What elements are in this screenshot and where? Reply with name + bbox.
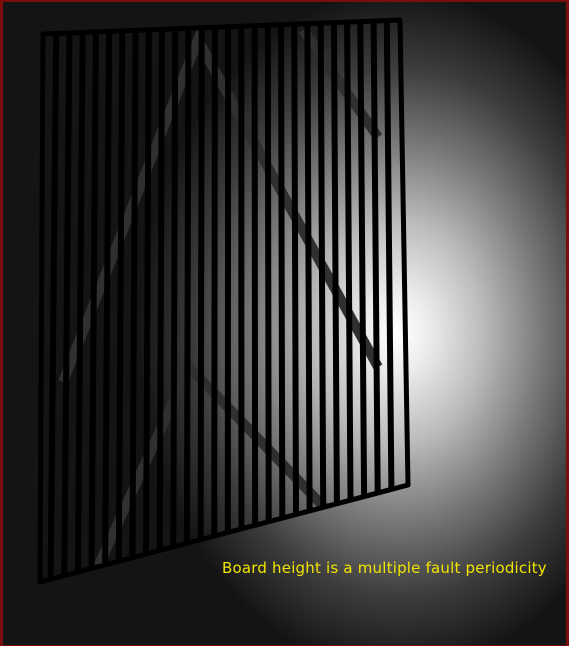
vertical-bar	[307, 24, 309, 511]
vertical-bar	[334, 23, 337, 503]
vertical-bar	[51, 34, 57, 579]
vertical-bar	[160, 29, 162, 549]
vertical-bar	[132, 30, 135, 557]
vertical-bar	[321, 23, 324, 507]
vertical-bar	[268, 25, 269, 521]
vertical-bar	[347, 22, 350, 499]
vertical-bar	[146, 30, 149, 553]
vertical-bar	[187, 28, 189, 542]
vertical-bar	[78, 32, 83, 571]
vertical-bar	[255, 26, 256, 525]
vertical-bar	[173, 29, 175, 546]
vertical-bar	[387, 21, 392, 489]
diagram-caption: Board height is a multiple fault periodi…	[222, 556, 552, 580]
vertical-bar	[201, 28, 202, 539]
fault-pattern-diagram	[3, 2, 569, 648]
vertical-bar	[92, 32, 96, 568]
vertical-bar	[119, 31, 123, 561]
vertical-bar	[374, 21, 378, 492]
vertical-bar	[105, 31, 109, 564]
vertical-bar	[360, 22, 364, 496]
top-right-fault	[303, 30, 378, 137]
vertical-bar	[281, 25, 282, 518]
vertical-bar	[214, 27, 215, 535]
vertical-bar	[294, 24, 296, 514]
vertical-bar	[64, 33, 69, 575]
